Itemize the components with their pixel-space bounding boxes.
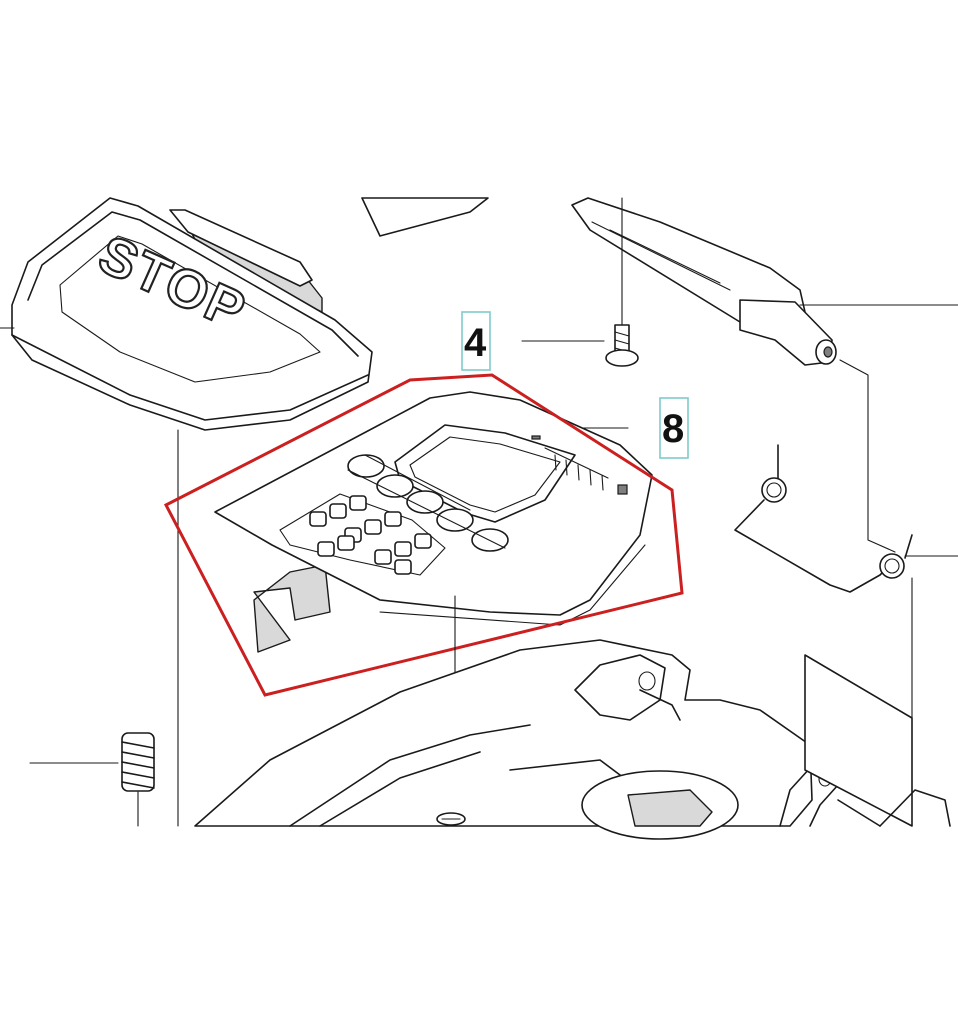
callout-4-label: 4 bbox=[464, 321, 487, 365]
callout-4: 4 bbox=[461, 311, 605, 371]
keypad-display-panel bbox=[214, 391, 653, 653]
screw-part-4 bbox=[605, 197, 639, 367]
callout-8: 8 bbox=[527, 397, 689, 459]
upper-right-lever bbox=[571, 197, 958, 366]
callout-8-label: 8 bbox=[662, 407, 684, 451]
stop-button-cover: STOP bbox=[11, 197, 373, 431]
torsion-spring bbox=[734, 359, 958, 719]
highlight-outline bbox=[163, 373, 684, 697]
compression-spring bbox=[29, 732, 155, 827]
top-bracket-fragment bbox=[361, 197, 489, 237]
main-body-housing bbox=[194, 639, 951, 840]
